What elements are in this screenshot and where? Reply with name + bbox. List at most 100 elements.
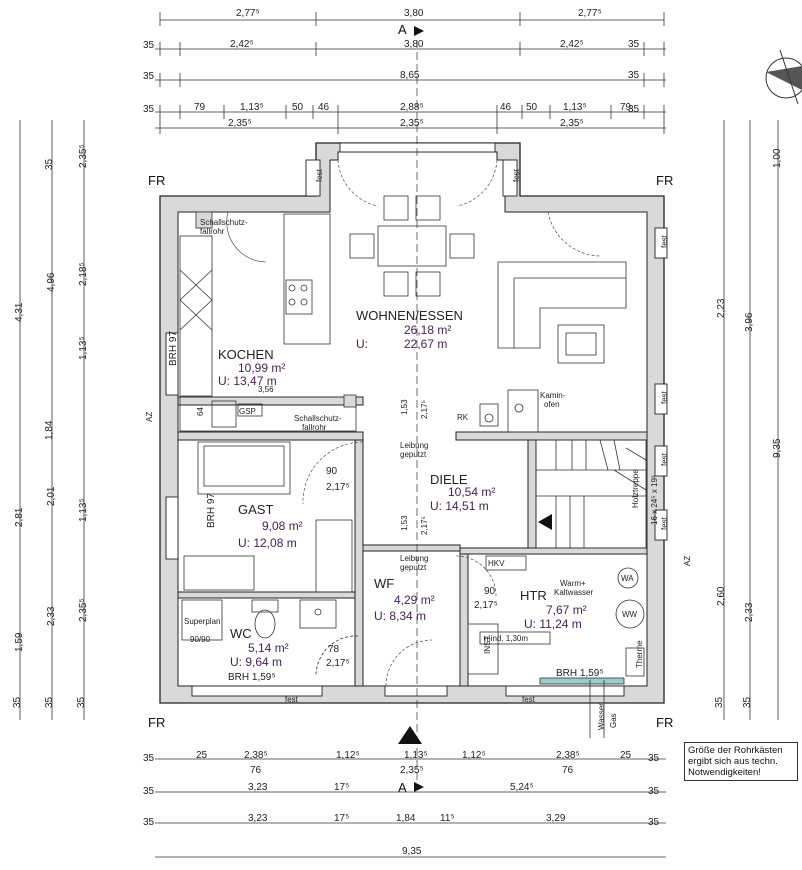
- room-diele-area: 10,54 m²: [448, 485, 495, 499]
- dim-top-4i: 1,13⁵: [563, 102, 587, 113]
- fest-label-1: fest: [315, 168, 324, 182]
- dim-right-2c: 35: [742, 696, 753, 708]
- ww-label: WW: [622, 610, 638, 619]
- dim-top-4n: 2,35⁵: [560, 118, 584, 129]
- dim-left-3d: 1,13⁵: [78, 498, 89, 522]
- dim-top-3b: 8,65: [400, 70, 420, 81]
- kitchen-furniture: [179, 211, 357, 432]
- entrance-arrow-icon: [398, 726, 422, 744]
- room-wohnen-u: 22,67 m: [404, 337, 447, 351]
- fr-marker-bl: FR: [148, 715, 165, 730]
- warm-label-2: Kaltwasser: [554, 588, 593, 597]
- dim-bot-1d: 1,12⁵: [336, 750, 360, 761]
- dim-top-1a: 2,77⁵: [236, 8, 260, 19]
- dim-bot-3e: 11⁵: [440, 813, 455, 824]
- section-label-top: A: [398, 22, 407, 37]
- room-kochen-u: U: 13,47 m: [218, 374, 277, 388]
- dim-top-4c: 1,13⁵: [240, 102, 264, 113]
- dim-top-1b: 3,80: [404, 8, 424, 19]
- dim-left-2a: 35: [44, 158, 55, 170]
- dim-bot-1c: 2,38⁵: [244, 750, 268, 761]
- note-line-2: ergibt sich aus techn.: [688, 756, 778, 767]
- az-marker-left: AZ: [145, 412, 154, 422]
- dim-right-1e: 35: [714, 696, 725, 708]
- dim-top-4j: 79: [620, 102, 632, 113]
- dim-356: 3,56: [258, 385, 274, 394]
- dim-top-4d: 50: [292, 102, 304, 113]
- room-wohnen-u-label: U:: [356, 337, 368, 351]
- schallschutz-label-2: Schallschutz-: [294, 414, 342, 423]
- room-wc-name: WC: [230, 626, 252, 641]
- dim-bot-1i: 35: [648, 753, 660, 764]
- dim-bot-4a: 9,35: [402, 846, 422, 857]
- fr-marker-br: FR: [656, 715, 673, 730]
- dim-top-2e: 35: [628, 39, 640, 50]
- holztreppe-label-1: Holztreppe: [631, 469, 640, 508]
- brh-htr: BRH 1,59⁵: [556, 668, 604, 679]
- dim-top-2c: 3,80: [404, 39, 424, 50]
- dim-bot-1k: 2,35⁵: [400, 765, 424, 776]
- superplan-label: Superplan: [184, 617, 220, 626]
- dim-top-4e: 46: [318, 102, 330, 113]
- dim-right-2b: 2,33: [744, 602, 755, 622]
- dim-right-1a: 1,00: [772, 148, 783, 168]
- wall-dim-2175b: 2,17⁵: [420, 516, 429, 535]
- dim-top-1c: 2,77⁵: [578, 8, 602, 19]
- fest-label-2: fest: [512, 168, 521, 182]
- fallrohr-label-2: fallrohr: [302, 423, 327, 432]
- gsp-label: GSP: [239, 407, 256, 416]
- dim-top-4f: 2,88⁵: [400, 102, 424, 113]
- dim-bot-3g: 35: [648, 817, 660, 828]
- section-arrow-bottom-icon: [414, 782, 424, 792]
- dim-bot-1g: 2,38⁵: [556, 750, 580, 761]
- room-wohnen-name: WOHNEN/ESSEN: [356, 308, 463, 323]
- dim-left-1d: 35: [12, 696, 23, 708]
- inst-label: INST.: [483, 634, 492, 654]
- staircase: [535, 439, 647, 549]
- dining-table: [349, 195, 475, 297]
- fest-label-6: fest: [660, 516, 669, 530]
- dim-left-3a: 2,35⁵: [78, 144, 89, 168]
- dim-top-4l: 2,35⁵: [228, 118, 252, 129]
- dim-bot-1h: 25: [620, 750, 632, 761]
- door-height-2: 2,17⁵: [474, 600, 498, 611]
- dim-bot-1e: 1,13⁵: [404, 750, 428, 761]
- dim-bot-2e: 35: [648, 786, 660, 797]
- brh-wc: BRH 1,59⁵: [228, 672, 276, 683]
- brh-kochen: BRH 97: [168, 331, 179, 366]
- kamin-label-1: Kamin-: [540, 391, 566, 400]
- leibung-label-2: Leibung: [400, 554, 428, 563]
- holztreppe-label-2: 16 x 24⁵ x 19³: [650, 475, 659, 525]
- wall-dim-153b: 1,53: [400, 515, 409, 531]
- room-htr-area: 7,67 m²: [546, 603, 587, 617]
- utility-fixtures: [467, 555, 645, 685]
- dim-left-3c: 1,13⁵: [78, 336, 89, 360]
- section-arrow-top-icon: [414, 26, 424, 36]
- fr-marker-tr: FR: [656, 173, 673, 188]
- room-gast-u: U: 12,08 m: [238, 536, 297, 550]
- rk-label: RK: [457, 413, 469, 422]
- dim-bot-2b: 3,23: [248, 782, 268, 793]
- dim-bot-1b: 25: [196, 750, 208, 761]
- az-marker-right: AZ: [683, 556, 692, 566]
- dim-left-3f: 35: [76, 696, 87, 708]
- schallschutz-label-1: Schallschutz-: [200, 218, 248, 227]
- brh-gast: BRH 97: [206, 493, 217, 528]
- dimension-lines-top: [155, 19, 666, 129]
- dim-top-4h: 50: [526, 102, 538, 113]
- fallrohr-label-1: fallrohr: [200, 227, 225, 236]
- dim-bot-3d: 1,84: [396, 813, 416, 824]
- dim-bot-2c: 17⁵: [334, 782, 349, 793]
- geputzt-label-1: geputzt: [400, 450, 427, 459]
- dim-bot-3b: 3,23: [248, 813, 268, 824]
- dim-left-3b: 2,18⁵: [78, 262, 89, 286]
- door-width-3: 78: [328, 644, 340, 655]
- door-width-2: 90: [484, 586, 496, 597]
- dim-left-2c: 1,84: [44, 420, 55, 440]
- dim-top-3a: 35: [143, 71, 155, 82]
- dim-left-1c: 1,59: [14, 632, 25, 652]
- room-kochen-area: 10,99 m²: [238, 361, 285, 375]
- gas-label: Gas: [609, 713, 618, 728]
- wasser-label: Wasser: [597, 703, 606, 730]
